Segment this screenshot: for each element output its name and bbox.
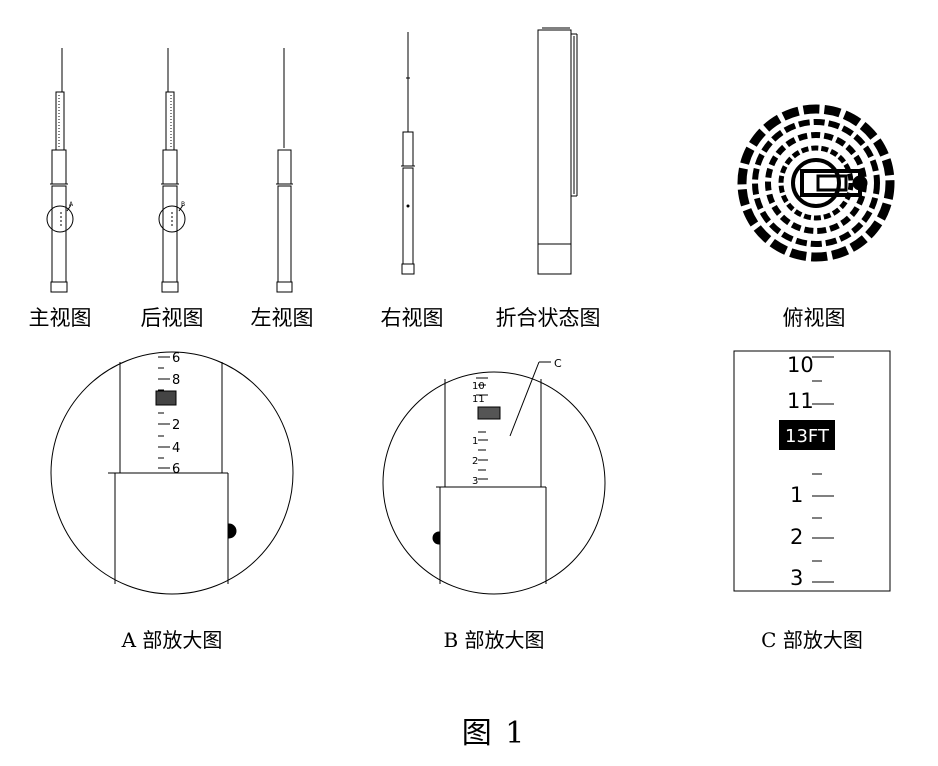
- detail-a-scale-label: 2: [172, 418, 180, 433]
- svg-text:B: B: [181, 201, 185, 208]
- detail-c-scale-label: 3: [790, 566, 803, 590]
- detail-b-drawing: [382, 361, 606, 595]
- detail-c-badge-box: [779, 420, 835, 450]
- detail-c-caption: C 部放大图: [761, 628, 863, 652]
- detail-c-badge-text: 13FT: [785, 426, 830, 447]
- detail-b-scale-label: 10: [472, 381, 485, 392]
- detail-b-callout-letter: C: [554, 357, 562, 370]
- back-view-caption: 后视图: [140, 306, 204, 330]
- top-view-drawing: [737, 104, 895, 262]
- detail-a-caption: A 部放大图: [121, 628, 223, 652]
- detail-a-scale-label: 6: [172, 351, 180, 366]
- detail-b-scale-label: 11: [472, 394, 485, 405]
- detail-b-caption: B 部放大图: [443, 628, 545, 652]
- back-view-drawing: B: [158, 48, 186, 293]
- detail-a-scale-label: 8: [172, 373, 180, 388]
- detail-b-scale-label: 3: [472, 476, 478, 487]
- top-view-caption: 俯视图: [782, 306, 846, 330]
- detail-a-drawing: [50, 351, 294, 595]
- detail-c-drawing: [733, 350, 891, 592]
- detail-b-scale-label: 1: [472, 436, 478, 447]
- detail-c-scale-label: 10: [787, 353, 814, 377]
- detail-c-scale-label: 2: [790, 525, 803, 549]
- right-view-caption: 右视图: [380, 306, 444, 330]
- detail-b-scale-label: 2: [472, 456, 478, 467]
- detail-a-scale-label: 4: [172, 441, 180, 456]
- detail-a-scale-label: 6: [172, 462, 180, 477]
- detail-c-scale-label: 11: [787, 389, 814, 413]
- front-view-caption: 主视图: [28, 306, 92, 330]
- right-view-drawing: [401, 32, 415, 275]
- left-view-caption: 左视图: [250, 306, 314, 330]
- folded-state-drawing: [537, 27, 578, 275]
- folded-state-caption: 折合状态图: [495, 306, 601, 330]
- figure-title: 图 1: [461, 716, 527, 751]
- front-view-drawing: A: [46, 48, 74, 293]
- left-view-drawing: [276, 48, 293, 293]
- detail-c-scale-label: 1: [790, 483, 803, 507]
- svg-text:A: A: [69, 201, 74, 208]
